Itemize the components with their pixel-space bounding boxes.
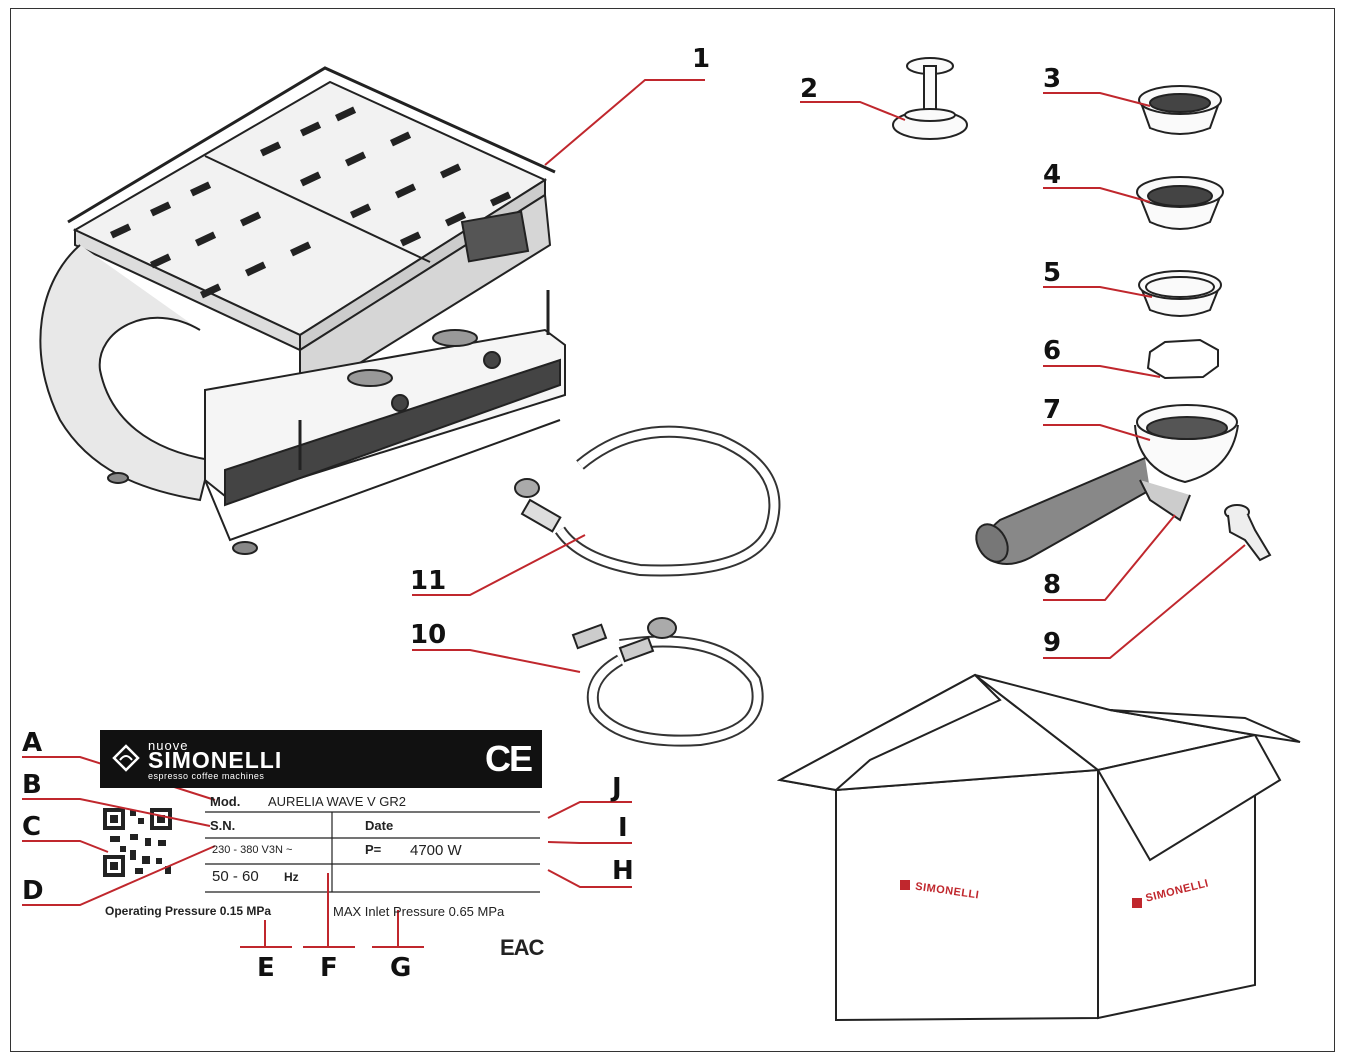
model-label: Mod. (210, 794, 241, 809)
tamper (892, 57, 968, 140)
filter-spring (1146, 338, 1219, 380)
max-inlet-pressure: MAX Inlet Pressure 0.65 MPa (333, 904, 505, 919)
voltage-value: 230 - 380 V3N ~ (212, 844, 293, 856)
single-spout (1224, 504, 1272, 562)
blind-filter (1138, 270, 1222, 317)
qr-code (103, 808, 172, 877)
model-value: AURELIA WAVE V GR2 (268, 794, 406, 809)
operating-pressure: Operating Pressure 0.15 MPa (105, 904, 272, 918)
callout-E: E (257, 953, 275, 983)
brand-name: SIMONELLI (148, 747, 283, 773)
callout-H: H (612, 856, 634, 886)
callout-F: F (320, 953, 338, 983)
water-hose-11 (514, 425, 781, 577)
simonelli-logo-icon (112, 744, 140, 772)
box-logo-icons (900, 880, 1142, 908)
callout-3: 3 (1043, 64, 1062, 94)
portafilter (975, 404, 1239, 565)
ce-mark: CE (485, 738, 533, 779)
callout-8: 8 (1043, 570, 1062, 600)
brand-prefix: nuove (148, 738, 189, 753)
callout-7: 7 (1043, 395, 1062, 425)
power-value: 4700 W (410, 842, 462, 859)
diagram-frame (10, 8, 1335, 1052)
callout-G: G (390, 953, 412, 983)
callout-A: A (22, 728, 43, 758)
callout-5: 5 (1043, 258, 1062, 288)
callout-J: J (612, 773, 622, 803)
callout-11: 11 (410, 566, 447, 596)
callout-6: 6 (1043, 336, 1062, 366)
callout-2: 2 (800, 74, 819, 104)
callout-D: D (22, 876, 44, 906)
callout-9: 9 (1043, 628, 1062, 658)
callout-10: 10 (410, 620, 447, 650)
rating-plate-header: nuove SIMONELLI espresso coffee machines… (100, 730, 542, 788)
power-label: P= (365, 842, 382, 857)
frequency-unit: Hz (284, 870, 299, 884)
eac-mark: EAC (500, 935, 544, 960)
callout-4: 4 (1043, 160, 1062, 190)
callout-1: 1 (692, 44, 711, 74)
rating-plate-rules (205, 811, 540, 893)
callout-I: I (618, 813, 628, 843)
serial-number-label: S.N. (210, 818, 236, 833)
callout-B: B (22, 770, 42, 800)
espresso-machine (39, 66, 566, 555)
callout-C: C (22, 812, 42, 842)
date-label: Date (365, 818, 394, 833)
frequency-value: 50 - 60 (212, 868, 259, 885)
filter-basket-single (1138, 85, 1222, 135)
filter-basket-double (1136, 176, 1224, 230)
drain-hose-10 (571, 617, 764, 747)
brand-tagline: espresso coffee machines (148, 771, 265, 781)
shipping-box (776, 673, 1301, 1022)
